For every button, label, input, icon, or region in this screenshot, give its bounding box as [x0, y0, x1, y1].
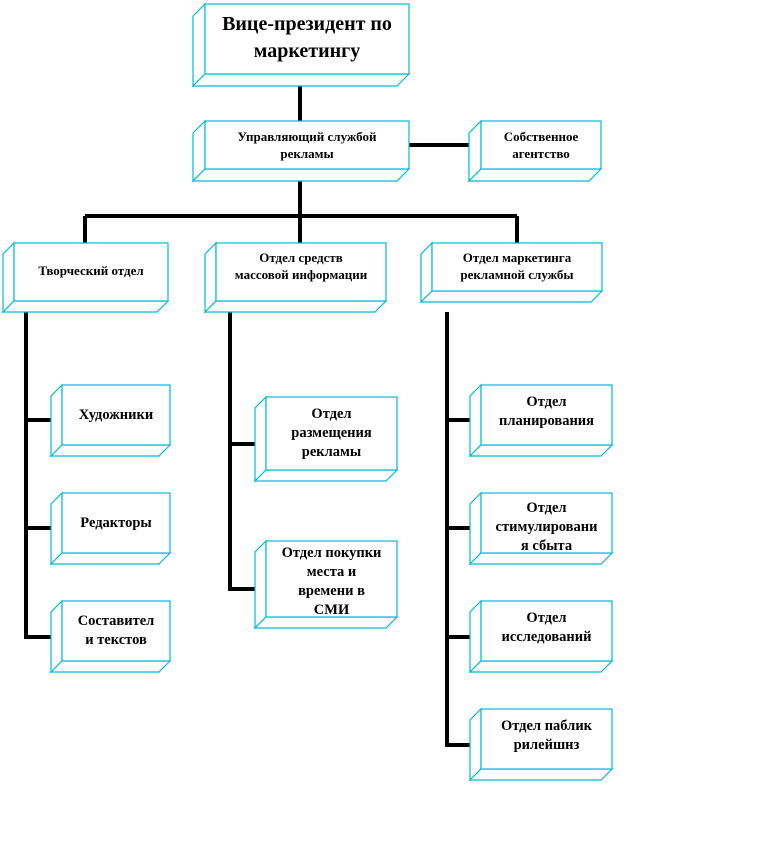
box-media-buying [253, 539, 399, 630]
box-public-relations-bottom-side [468, 768, 614, 781]
node-own-agency: Собственное агентство [503, 129, 579, 161]
node-research: Отдел исследований [501, 610, 592, 645]
box-ad-service-manager-face [204, 120, 410, 170]
box-media-dept-face [215, 242, 387, 302]
box-creative-dept-bottom-side [1, 300, 170, 313]
box-editors [49, 491, 172, 566]
box-artists [49, 383, 172, 458]
box-copywriters-face [61, 600, 171, 662]
node-ad-marketing-dept: Отдел маркетинга рекламной службы [460, 250, 574, 282]
box-planning-left-side [469, 383, 482, 458]
box-media-dept-bottom-side [203, 300, 388, 313]
box-vp-marketing-bottom-side [191, 73, 411, 87]
box-research-left-side [469, 599, 482, 674]
box-own-agency-face [480, 120, 602, 170]
node-editors: Редакторы [80, 514, 152, 531]
box-own-agency [467, 119, 603, 183]
box-creative-dept-face [13, 242, 169, 302]
box-planning-bottom-side [468, 444, 614, 457]
box-public-relations [468, 707, 614, 782]
box-artists-face [61, 384, 171, 446]
box-editors-left-side [50, 491, 63, 566]
box-ad-placement [253, 395, 399, 483]
box-creative-dept [1, 241, 170, 314]
box-research [468, 599, 614, 674]
box-ad-placement-face [265, 396, 398, 471]
box-ad-service-manager-bottom-side [191, 168, 411, 182]
node-sales-promotion: Отдел стимулировани я сбыта [495, 499, 598, 554]
box-vp-marketing-left-side [192, 2, 206, 88]
connector-lines [24, 85, 519, 747]
node-planning: Отдел планирования [498, 394, 595, 429]
box-public-relations-left-side [469, 707, 482, 782]
box-vp-marketing-face [204, 3, 410, 75]
box-creative-dept-left-side [2, 241, 15, 314]
box-media-dept [203, 241, 388, 314]
box-sales-promotion-face [480, 492, 613, 554]
node-media-dept: Отдел средств массовой информации [234, 250, 368, 282]
box-research-face [480, 600, 613, 662]
box-copywriters-bottom-side [49, 660, 172, 673]
node-creative-dept: Творческий отдел [38, 262, 144, 278]
box-media-dept-left-side [204, 241, 217, 314]
box-ad-marketing-dept [419, 241, 604, 304]
node-media-buying: Отдел покупки места и времени в СМИ [281, 545, 382, 618]
node-copywriters: Составител и текстов [77, 613, 155, 648]
box-public-relations-face [480, 708, 613, 770]
box-vp-marketing [191, 2, 411, 88]
box-media-buying-face [265, 540, 398, 618]
box-artists-left-side [50, 383, 63, 458]
node-vp-marketing: Вице-президент по маркетингу [222, 13, 392, 62]
node-artists: Художники [78, 406, 154, 423]
node-ad-service-manager: Управляющий службой рекламы [237, 129, 377, 161]
box-editors-bottom-side [49, 552, 172, 565]
box-copywriters [49, 599, 172, 674]
box-media-buying-left-side [254, 539, 267, 630]
box-planning-face [480, 384, 613, 446]
box-sales-promotion-left-side [469, 491, 482, 566]
box-copywriters-left-side [50, 599, 63, 674]
box-research-bottom-side [468, 660, 614, 673]
box-ad-service-manager [191, 119, 411, 183]
box-ad-marketing-dept-face [431, 242, 603, 292]
box-sales-promotion [468, 491, 614, 566]
box-own-agency-bottom-side [467, 168, 603, 182]
node-ad-placement: Отдел размещения рекламы [291, 405, 372, 460]
node-public-relations: Отдел паблик рилейшнз [500, 718, 593, 753]
box-ad-placement-left-side [254, 395, 267, 483]
box-artists-bottom-side [49, 444, 172, 457]
box-layer [1, 2, 614, 782]
box-planning [468, 383, 614, 458]
box-ad-marketing-dept-bottom-side [419, 290, 604, 303]
box-ad-placement-bottom-side [253, 469, 399, 482]
box-editors-face [61, 492, 171, 554]
